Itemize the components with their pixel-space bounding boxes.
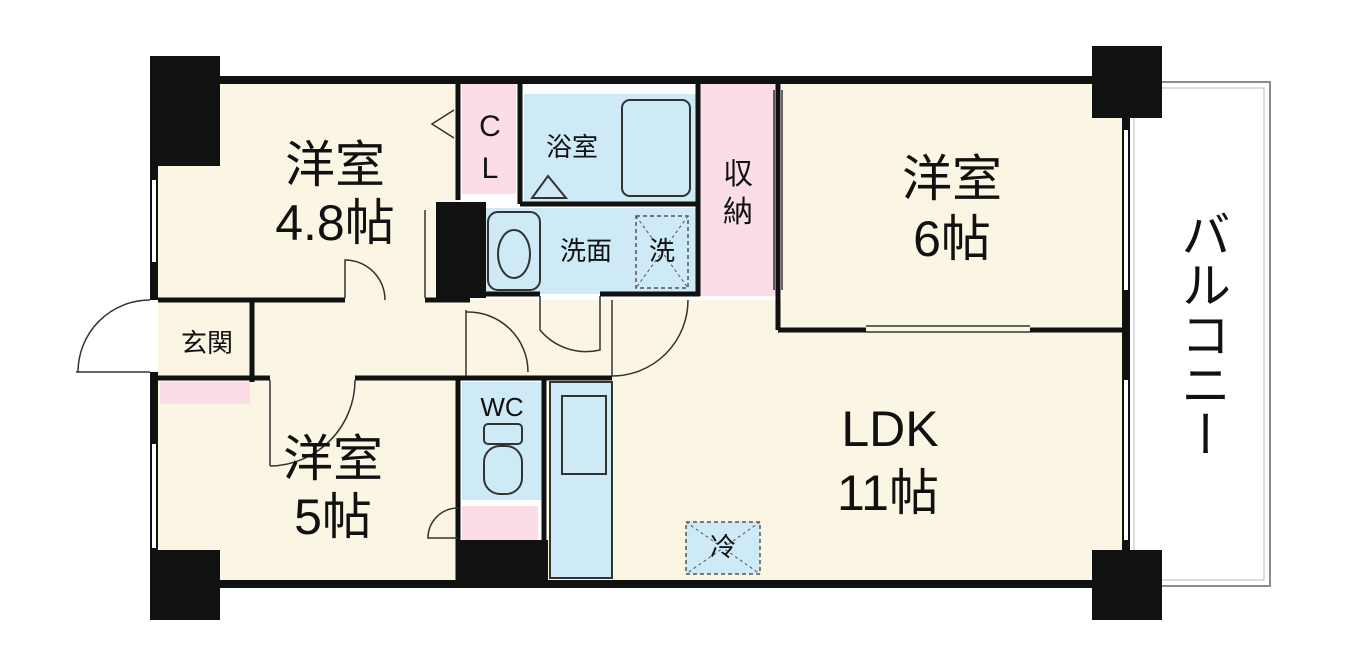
fridge-label: 冷 (710, 532, 736, 562)
western-room-1-size: 4.8帖 (275, 195, 395, 251)
sliding-doors (773, 90, 1030, 333)
storage-label-1: 収 (723, 158, 753, 191)
wall-block-washroom (436, 202, 486, 298)
western-room-3-floor (158, 378, 458, 580)
washroom-label: 洗面 (560, 236, 612, 266)
entrance-storage (160, 382, 250, 404)
western-room-2-size: 6帖 (913, 211, 991, 267)
storage-floor (700, 84, 776, 296)
closet-label-l: L (482, 152, 499, 185)
washer-cross-b (635, 215, 689, 289)
balcony-label: バルコニー (1174, 209, 1230, 459)
toilet-tank (483, 423, 523, 445)
western-room-2-floor (782, 84, 1122, 328)
fridge-space (685, 521, 761, 575)
western-room-1-name: 洋室 (285, 137, 385, 193)
bath-step (530, 174, 569, 199)
closet-label-c: C (479, 110, 501, 143)
sink (561, 395, 607, 475)
ldk-name: LDK (841, 401, 938, 457)
western-room-3-name: 洋室 (283, 431, 383, 487)
ldk-floor (548, 328, 1122, 580)
wall-block-toilet (458, 540, 548, 580)
door-swings (76, 109, 689, 539)
ldk-size: 11帖 (837, 465, 939, 521)
balcony-inner-line (1133, 87, 1265, 581)
western-room-2-name: 洋室 (902, 151, 1002, 207)
column-top-left (150, 56, 220, 166)
toilet-bowl (483, 445, 523, 495)
bathtub (621, 99, 691, 197)
bath-label: 浴室 (546, 132, 598, 162)
washer-space (635, 215, 689, 289)
balcony-outline (1127, 81, 1271, 587)
column-top-right (1092, 46, 1162, 118)
toilet-label: WC (480, 392, 523, 422)
closet-floor (462, 84, 516, 194)
window-frames (150, 130, 1130, 548)
column-bottom-right (1092, 550, 1162, 620)
washer-label: 洗 (649, 236, 675, 266)
toilet-storage-floor (462, 506, 538, 540)
wash-basin (487, 211, 541, 291)
interior-walls (158, 84, 1122, 580)
windows (152, 130, 1128, 548)
column-bottom-left (150, 550, 220, 620)
basin-bowl (497, 229, 531, 279)
storage-label-2: 納 (723, 196, 753, 229)
entrance-label: 玄関 (181, 328, 233, 358)
western-room-3-size: 5帖 (294, 489, 372, 545)
